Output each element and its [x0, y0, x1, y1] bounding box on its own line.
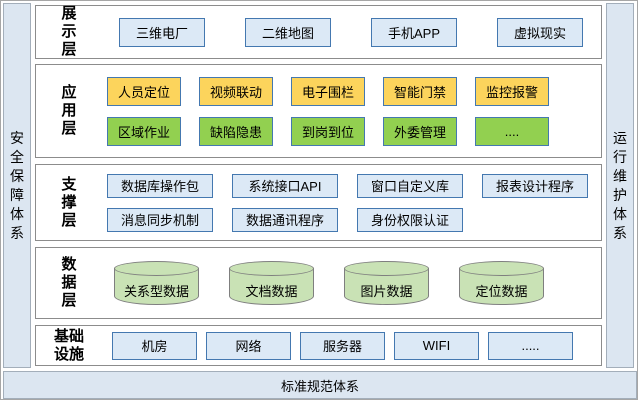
security-assurance-label: 安 全 保 障 体 系 — [10, 129, 24, 241]
layer-label-data: 数 据 层 — [61, 256, 77, 309]
layer-application: 应 用 层 人员定位视频联动电子围栏智能门禁监控报警区域作业缺陷隐患到岗到位外委管… — [35, 64, 602, 158]
layer-presentation: 展 示 层 三维电厂 二维地图 手机APP 虚拟现实 — [35, 5, 602, 59]
diagram-item-box: 身份权限认证 — [357, 207, 463, 232]
diagram-item-box: 区域作业 — [107, 116, 181, 146]
layer-infrastructure: 基础 设施机房网络服务器 WIFI..... — [35, 325, 602, 366]
data-store-cylinder: 图片数据 — [344, 261, 429, 305]
diagram-item-box: 网络 — [206, 331, 291, 360]
cylinder-top-shape — [459, 261, 544, 276]
data-store-label: 关系型数据 — [123, 283, 189, 299]
diagram-item-box: 手机APP — [371, 17, 457, 47]
layer-label-infrastructure: 基础 设施 — [53, 327, 84, 363]
diagram-item-box: 报表设计程序 — [482, 173, 588, 198]
data-store-cylinder: 关系型数据 — [114, 261, 199, 305]
data-store-cylinder: 定位数据 — [459, 261, 544, 305]
diagram-item-box: 智能门禁 — [383, 76, 457, 106]
data-store-cylinder: 文档数据 — [229, 261, 314, 305]
cylinder-top-shape — [229, 261, 314, 276]
data-store-label: 图片数据 — [360, 283, 413, 299]
diagram-item-box: 缺陷隐患 — [199, 116, 273, 146]
standards-specification-label: 标准规范体系 — [280, 378, 359, 394]
diagram-item-box: 消息同步机制 — [107, 207, 213, 232]
layer-label-application: 应 用 层 — [61, 84, 77, 137]
layer-stack: 展 示 层 三维电厂 二维地图 手机APP 虚拟现实应 用 层 人员定位视频联动电子围栏智… — [35, 1, 602, 369]
layer-data: 数 据 层关系型数据 文档数据 图片数据 定位数据 — [35, 247, 602, 319]
diagram-item-box: 视频联动 — [199, 76, 273, 106]
diagram-item-box: 数据通讯程序 — [232, 207, 338, 232]
cylinder-top-shape — [344, 261, 429, 276]
diagram-item-box: 电子围栏 — [291, 76, 365, 106]
cylinder-top-shape — [114, 261, 199, 276]
diagram-item-box: 二维地图 — [245, 17, 331, 47]
diagram-item-box: 人员定位 — [107, 76, 181, 106]
diagram-item-box: 数据库操作包 — [107, 173, 213, 198]
diagram-item-box: 机房 — [112, 331, 197, 360]
diagram-item-box: ..... — [488, 331, 573, 360]
standards-specification-bar: 标准规范体系 — [3, 371, 637, 399]
diagram-item-box: 监控报警 — [475, 76, 549, 106]
diagram-item-box: 窗口自定义库 — [357, 173, 463, 198]
layer-label-support: 支 撑 层 — [61, 175, 77, 229]
diagram-item-box: 虚拟现实 — [497, 17, 583, 47]
layer-label-presentation: 展 示 层 — [61, 5, 77, 58]
diagram-item-box: .... — [475, 116, 549, 146]
diagram-item-box: 系统接口API — [232, 173, 338, 198]
data-store-label: 文档数据 — [245, 283, 298, 299]
operation-maintenance-label: 运 行 维 护 体 系 — [613, 129, 627, 241]
operation-maintenance-panel: 运 行 维 护 体 系 — [606, 3, 634, 368]
diagram-item-box: 外委管理 — [383, 116, 457, 146]
data-store-label: 定位数据 — [475, 283, 528, 299]
diagram-item-box: 服务器 — [300, 331, 385, 360]
diagram-item-box: WIFI — [394, 331, 479, 360]
security-assurance-panel: 安 全 保 障 体 系 — [3, 3, 31, 368]
diagram-item-box: 三维电厂 — [119, 17, 205, 47]
diagram-item-box: 到岗到位 — [291, 116, 365, 146]
layer-support: 支 撑 层 数据库操作包系统接口API 窗口自定义库报表设计程序消息同步机制数据通讯… — [35, 164, 602, 241]
